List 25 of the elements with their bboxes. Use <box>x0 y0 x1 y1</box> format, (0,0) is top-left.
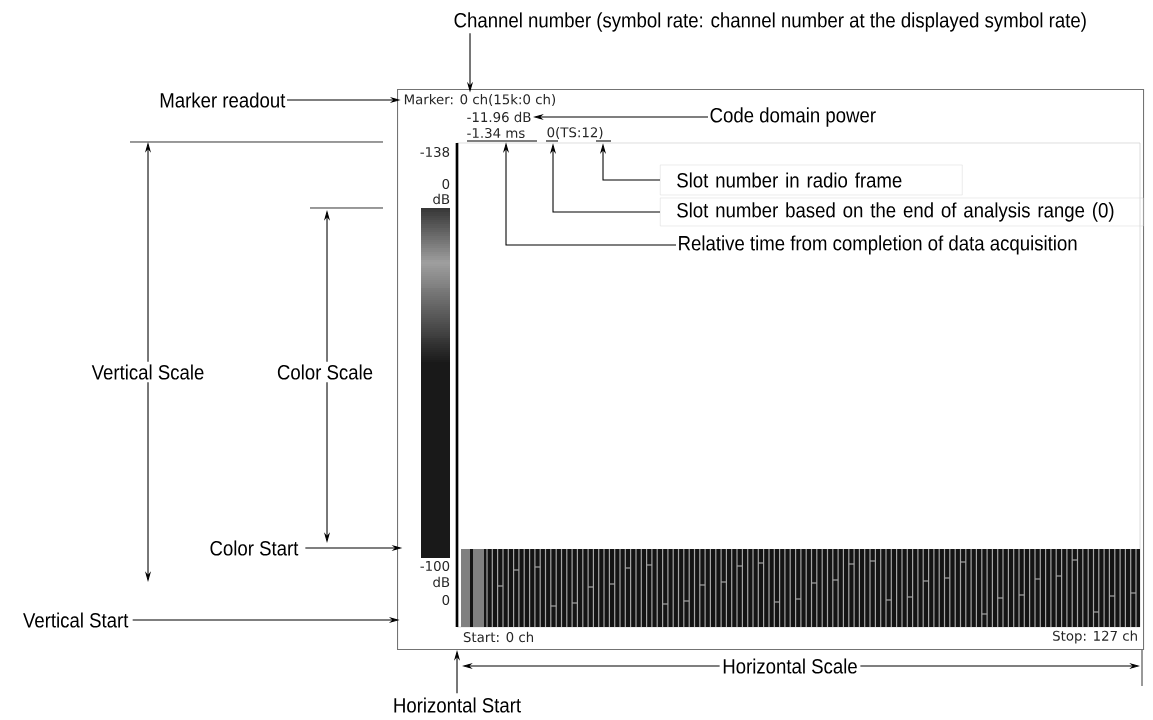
callout-text: Vertical Start <box>23 612 129 628</box>
callout-text: Marker readout <box>160 92 286 108</box>
callout-box: Slot number based on the end of analysis range (0) <box>660 197 1144 227</box>
callout-text: Color Start <box>210 540 299 556</box>
dimension-label: Horizontal Scale <box>719 655 861 677</box>
readout-text: -1.34 ms <box>467 127 525 139</box>
dimension-label: Color Scale <box>274 361 376 383</box>
display-screen <box>397 89 1145 651</box>
callout-text: Relative time from completion of data acquisition <box>679 235 1077 255</box>
scale-label: 0 <box>442 594 450 606</box>
scale-label: -138 <box>420 146 450 158</box>
readout-text: 0(TS:12) <box>547 127 603 139</box>
callout-box: Slot number in radio frame <box>660 164 963 196</box>
callout-text: Horizontal Start <box>394 697 521 713</box>
scale-label: Start: 0 ch <box>463 631 533 643</box>
scale-label: Stop: 127 ch <box>1053 630 1137 644</box>
scale-label: 0 <box>442 178 450 190</box>
readout-text: Marker: 0 ch(15k:0 ch) <box>404 94 556 106</box>
scale-label: -100 <box>420 560 450 572</box>
callout-text: Code domain power <box>710 107 876 127</box>
callout-text: Channel number (symbol rate: channel number at the displayed symbol rate) <box>454 12 1086 32</box>
dimension-label: Vertical Scale <box>89 361 207 383</box>
scale-label: dB <box>433 576 450 588</box>
scale-label: dB <box>433 193 450 205</box>
readout-text: -11.96 dB <box>467 111 531 123</box>
